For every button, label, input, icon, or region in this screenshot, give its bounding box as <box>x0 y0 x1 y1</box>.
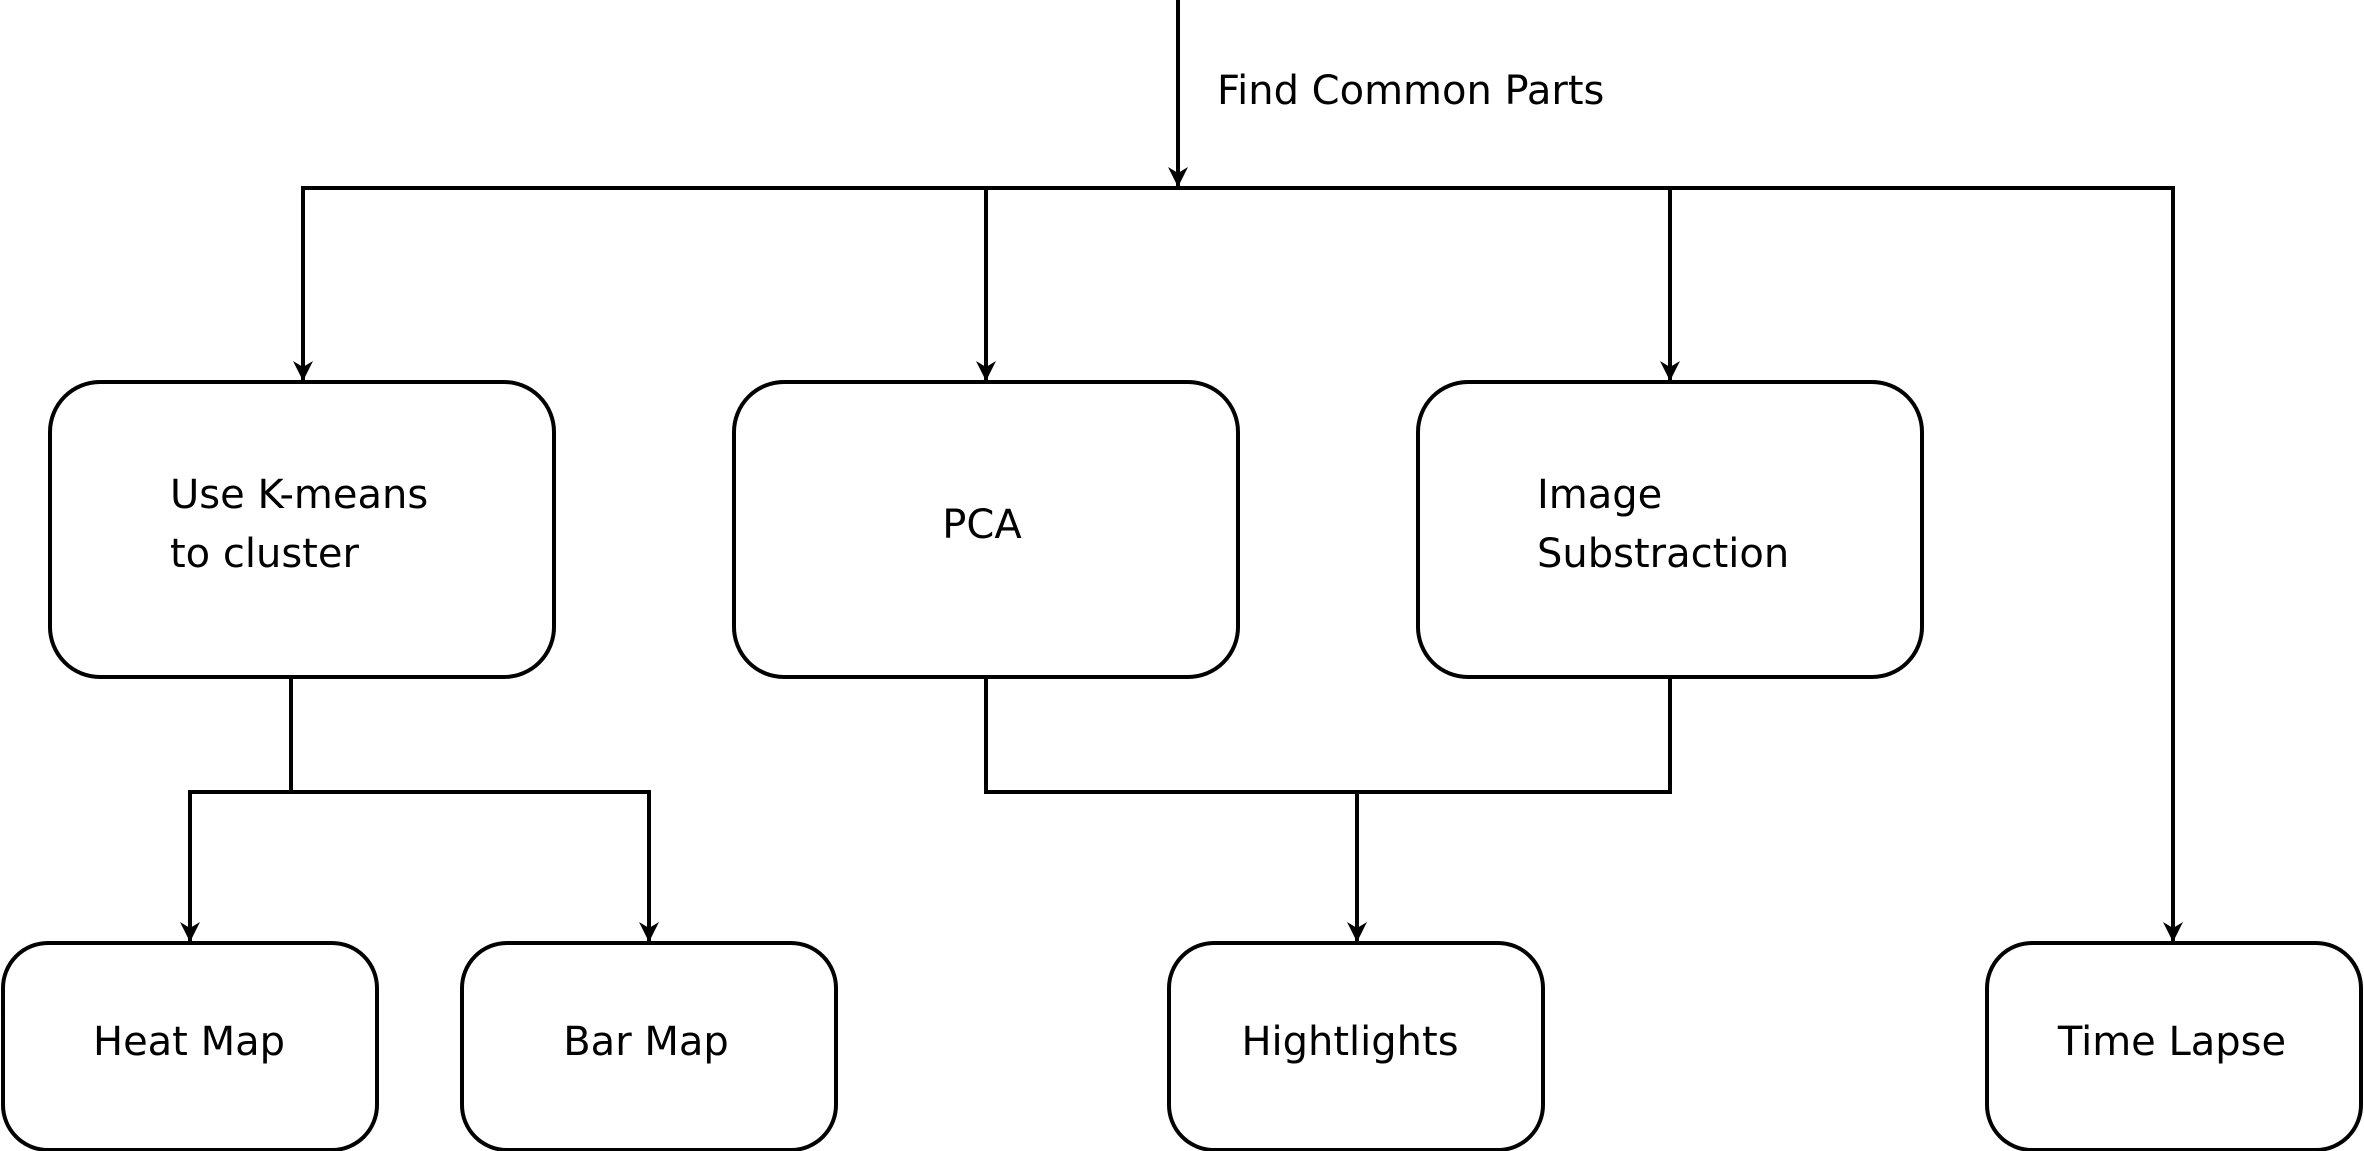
node-image-substraction: Image Substraction <box>1416 380 1924 679</box>
edges <box>180 0 2183 943</box>
node-pca-label: PCA <box>942 502 1022 548</box>
node-heat-map-label: Heat Map <box>93 1019 285 1065</box>
node-time-lapse-box <box>1985 941 2363 1151</box>
edge-label-find-common-parts: Find Common Parts <box>1217 68 1604 114</box>
node-kmeans-label-line2: to cluster <box>170 531 359 577</box>
node-highlights: Hightlights <box>1167 941 1545 1151</box>
node-kmeans: Use K-means to cluster <box>48 380 556 679</box>
node-heat-map-box <box>1 941 379 1151</box>
node-pca: PCA <box>732 380 1240 679</box>
node-image-substraction-label-line1: Image <box>1537 472 1662 518</box>
node-kmeans-label-line1: Use K-means <box>170 472 428 518</box>
node-time-lapse-label: Time Lapse <box>2057 1019 2286 1065</box>
node-highlights-label: Hightlights <box>1241 1019 1458 1065</box>
node-bar-map-box <box>460 941 838 1151</box>
node-time-lapse: Time Lapse <box>1985 941 2363 1151</box>
node-image-substraction-label-line2: Substraction <box>1537 531 1789 577</box>
node-kmeans-box <box>48 380 556 679</box>
node-heat-map: Heat Map <box>1 941 379 1151</box>
node-bar-map: Bar Map <box>460 941 838 1151</box>
node-bar-map-label: Bar Map <box>563 1019 729 1065</box>
node-pca-box <box>732 380 1240 679</box>
node-highlights-box <box>1167 941 1545 1151</box>
node-image-substraction-box <box>1416 380 1924 679</box>
